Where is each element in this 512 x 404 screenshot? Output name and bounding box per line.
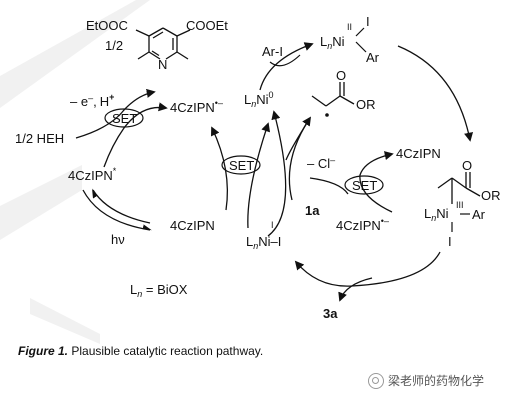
wechat-logo-icon (368, 372, 384, 389)
set-oval-center (221, 155, 261, 175)
set-oval-right (344, 175, 384, 195)
nickel-one-iodide-label: LnNi–I (246, 234, 281, 251)
photocatalyst-right-label: 4CzIPN (396, 146, 441, 161)
substrate-to-radical-arrow (288, 116, 312, 201)
light-irradiation-label: hν (111, 232, 125, 247)
nickel-three-ester-group: OR (481, 188, 501, 203)
nickel-two-oxidation-state: II (347, 22, 352, 32)
nickel-two-aryl-bond (355, 41, 367, 53)
oxidative-addition-arrow (259, 42, 314, 91)
radical-capture-arrow (397, 45, 474, 142)
pyridine-structure (135, 27, 191, 60)
ester-left-label: EtOOC (86, 18, 128, 33)
figure-caption: Figure 1. Plausible catalytic reaction p… (18, 344, 263, 358)
photocatalyst-radical-anion-upper: 4CzIPN•– (170, 98, 223, 115)
reductive-elimination-arc (351, 251, 441, 287)
product-label: 3a (323, 306, 338, 321)
source-watermark: 梁老师的药物化学 (368, 372, 484, 389)
set-upper-left-arrows (75, 88, 168, 168)
set-right-arrows (309, 151, 394, 213)
nickel-two-aryl-label: Ar (366, 50, 380, 65)
photocatalyst-ground-state-label: 4CzIPN (170, 218, 215, 233)
nickel-three-carbonyl-oxygen: O (462, 158, 472, 173)
product-release-arrow (338, 277, 373, 302)
substrate-label: 1a (305, 203, 320, 218)
chloride-loss-label: – Cl– (307, 155, 335, 171)
set-label-right: SET (352, 178, 377, 193)
pyridine-nitrogen-label: N (158, 57, 167, 72)
figure-caption-text: Plausible catalytic reaction pathway. (68, 344, 264, 358)
nickel-three-aryl-label: Ar (472, 207, 486, 222)
nickel-three-ligand-structure (437, 172, 481, 204)
nickel-three-label: LnNi (424, 206, 449, 223)
radical-dot (325, 113, 329, 117)
return-to-nickel-one-arrow (294, 260, 353, 287)
set-label-upper-left: SET (112, 111, 137, 126)
alkyl-radical-structure (311, 82, 355, 107)
radical-carbonyl-oxygen: O (336, 68, 346, 83)
radical-ester-group: OR (356, 97, 376, 112)
photoexcitation-arrows (82, 188, 152, 231)
aryl-iodide-entry-arrow (269, 54, 301, 67)
half-equivalent-label: 1/2 (105, 38, 123, 53)
ligand-definition-label: Ln = BiOX (130, 282, 188, 299)
nickel-two-label: LnNi (320, 34, 345, 51)
nickel-two-iodide-label: I (366, 14, 370, 29)
figure-number: Figure 1. (18, 344, 69, 358)
nickel-zero-label: LnNi0 (244, 90, 274, 109)
nickel-three-iodide-label: I (448, 234, 452, 249)
nickel-two-iodide-bond (355, 27, 365, 37)
set-label-center: SET (229, 158, 254, 173)
watermark-text: 梁老师的药物化学 (388, 374, 485, 388)
set-center-arrows (211, 110, 287, 237)
photocatalyst-right-radical-anion: 4CzIPN•– (336, 216, 389, 233)
aryl-iodide-label: Ar-I (262, 44, 283, 59)
nickel-three-oxidation-state: III (456, 200, 464, 210)
ester-right-label: COOEt (186, 18, 228, 33)
nickel-one-oxidation-state: I (271, 220, 274, 230)
background-watermark-shapes (0, 0, 150, 344)
excited-photocatalyst-label: 4CzIPN* (68, 166, 117, 183)
electron-loss-label: – e–,H+ (70, 92, 114, 109)
hantzsch-ester-label: 1/2 HEH (15, 131, 64, 146)
